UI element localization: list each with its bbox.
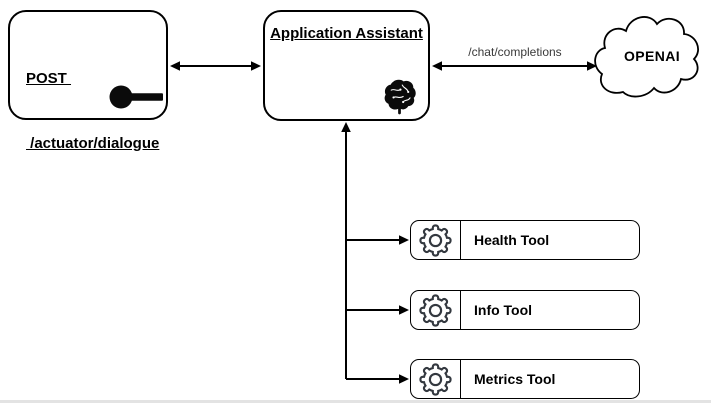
arrow-tools-assistant [341,122,351,379]
health-tool-node: Health Tool [410,220,640,260]
metrics-tool-label: Metrics Tool [474,371,556,387]
gear-icon [411,360,461,398]
cloud-shape [593,4,711,108]
arrow-branch-info [346,305,409,315]
endpoint-path: /actuator/dialogue [26,134,160,152]
arrow-branch-health [346,235,409,245]
client-endpoint-label: POST /actuator/dialogue [26,24,159,198]
info-tool-label: Info Tool [474,302,533,318]
gear-icon [411,221,461,259]
arrow-branch-metrics [346,374,409,384]
metrics-tool-node: Metrics Tool [410,359,640,399]
info-tool-node: Info Tool [410,290,640,330]
chat-completions-edge-label: /chat/completions [468,45,562,59]
assistant-title: Application Assistant [270,25,423,42]
arrow-assistant-openai [432,61,597,71]
http-method: POST [26,69,72,87]
health-tool-label: Health Tool [474,232,550,248]
gear-icon [411,291,461,329]
arrow-post-assistant [170,61,261,71]
brain-icon [383,78,416,120]
application-assistant-node: Application Assistant [263,10,430,121]
bottom-edge-strip [0,400,711,403]
key-icon [109,84,171,115]
client-endpoint-node: POST /actuator/dialogue [8,10,171,152]
openai-label: OPENAI [623,48,681,64]
